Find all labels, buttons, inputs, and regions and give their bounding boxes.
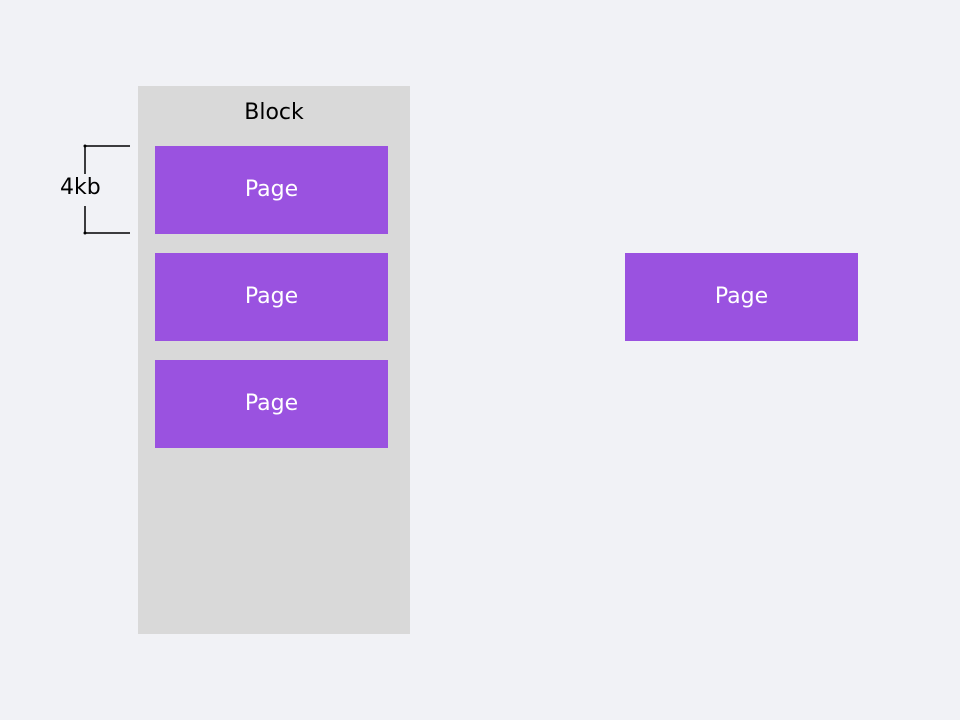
size-bracket bbox=[83, 144, 130, 235]
page-label: Page bbox=[244, 177, 299, 202]
standalone-page: Page bbox=[625, 253, 858, 341]
page-label: Page bbox=[244, 391, 299, 416]
bracket-top-dot bbox=[83, 144, 87, 148]
size-label: 4kb bbox=[60, 175, 101, 200]
block-page-2: Page bbox=[155, 253, 388, 341]
page-label: Page bbox=[244, 284, 299, 309]
page-label: Page bbox=[714, 284, 769, 309]
block-page-1: Page bbox=[155, 146, 388, 234]
block-page-3: Page bbox=[155, 360, 388, 448]
bracket-bottom-dot bbox=[83, 231, 87, 235]
block-title: Block bbox=[244, 100, 304, 125]
